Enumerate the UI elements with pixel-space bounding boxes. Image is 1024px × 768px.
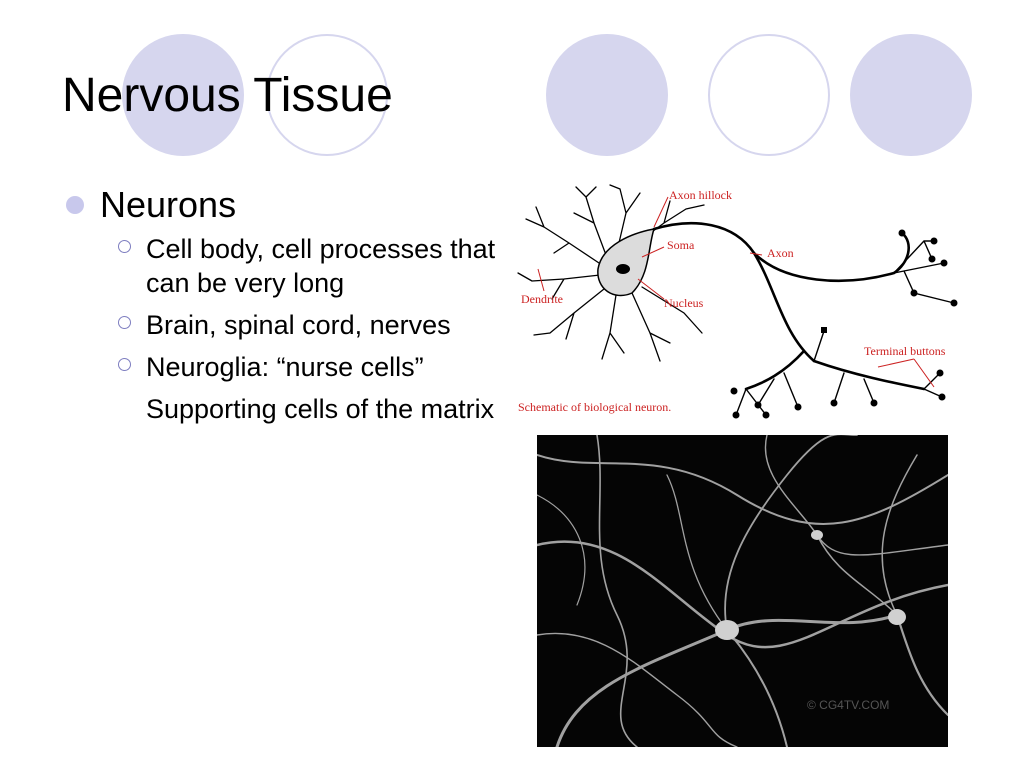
label-axon: Axon: [767, 246, 794, 260]
diagram-caption: Schematic of biological neuron.: [518, 400, 671, 414]
sub-bullet-text: Brain, spinal cord, nerves: [146, 310, 451, 340]
photo-watermark: © CG4TV.COM: [807, 698, 890, 712]
sub-bullet-neuroglia: Neuroglia: “nurse cells”: [114, 350, 496, 384]
neuron-micrograph: © CG4TV.COM: [537, 435, 948, 747]
slide-body: Neurons Cell body, cell processes that c…: [66, 184, 496, 426]
sub-bullet-text: Cell body, cell processes that can be ve…: [146, 234, 496, 298]
hollow-circle-bullet-icon: [118, 358, 131, 371]
bullet-text: Neurons: [100, 184, 237, 225]
label-terminal-buttons: Terminal buttons: [864, 344, 946, 358]
label-axon-hillock: Axon hillock: [669, 188, 732, 202]
decor-circle-2: [266, 34, 388, 156]
slide-title: Nervous Tissue: [62, 69, 393, 122]
decor-circle-3: [546, 34, 668, 156]
sub-bullet-brain: Brain, spinal cord, nerves: [114, 308, 496, 342]
sub-bullet-text: Neuroglia: “nurse cells”: [146, 352, 424, 382]
label-nucleus: Nucleus: [664, 296, 704, 310]
neuron-diagram: Axon hillock Soma Axon Dendrite Nucleus …: [514, 183, 972, 433]
micrograph-image: [537, 435, 948, 747]
label-dendrite: Dendrite: [521, 292, 563, 306]
decor-circle-1: [122, 34, 244, 156]
neuron-schematic-figure: Axon hillock Soma Axon Dendrite Nucleus …: [517, 184, 958, 419]
bullet-neurons: Neurons: [66, 184, 496, 226]
sub-bullet-cell-body: Cell body, cell processes that can be ve…: [114, 232, 496, 300]
hollow-circle-bullet-icon: [118, 240, 131, 253]
label-soma: Soma: [667, 238, 695, 252]
sub-bullet-continuation: Supporting cells of the matrix: [146, 394, 495, 424]
decor-circle-4: [708, 34, 830, 156]
decor-circle-5: [850, 34, 972, 156]
filled-circle-bullet-icon: [66, 196, 84, 214]
hollow-circle-bullet-icon: [118, 316, 131, 329]
